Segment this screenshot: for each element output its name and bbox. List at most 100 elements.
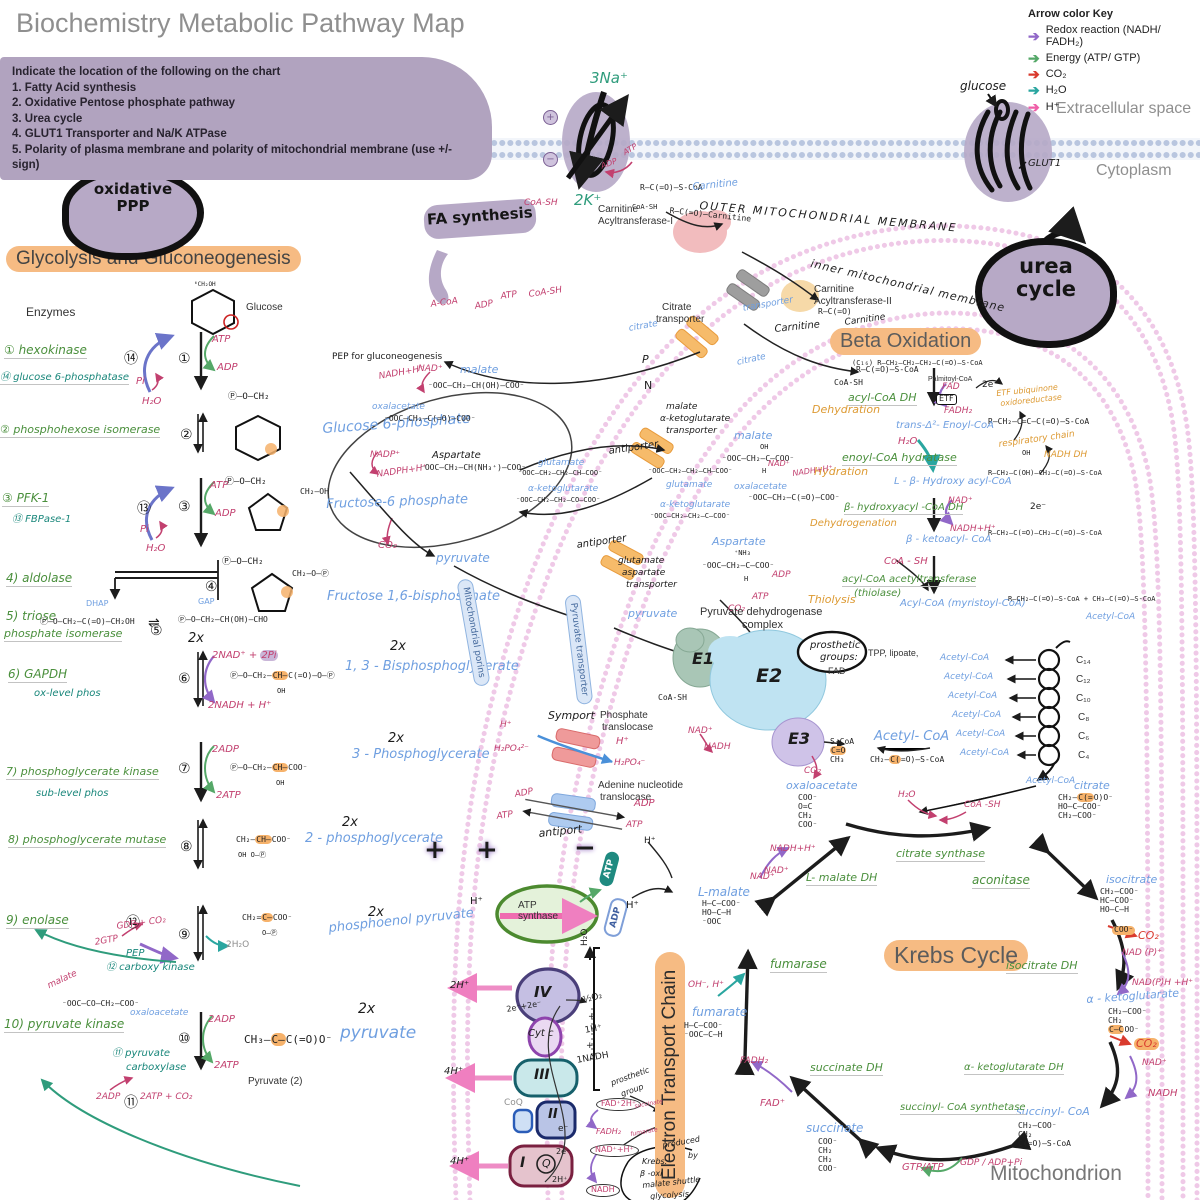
annotation: 2ADP — [212, 744, 239, 755]
annotation: 2x — [358, 1001, 376, 1017]
annotation: H⁺ — [470, 896, 483, 907]
annotation: ETF — [936, 394, 957, 405]
annotation: E2 — [756, 665, 783, 687]
annotation: ⁻OOC–CH₂–CH₂–CO–COO⁻ — [516, 496, 601, 504]
annotation: succinate DH — [810, 1061, 883, 1077]
annotation: trans-Δ²- Enoyl-CoA — [896, 420, 994, 431]
annotation: ⁻OOC–CH₂–C(=O)–COO⁻ — [384, 414, 476, 423]
annotation: Pi — [136, 376, 145, 387]
annotation: by — [688, 1151, 698, 1160]
annotation: CO₂ — [728, 604, 745, 614]
annotation: OH O–Ⓟ — [238, 851, 267, 859]
annotation: CoA-SH — [658, 693, 687, 702]
key-label: Redox reaction (NADH/ FADH₂) — [1045, 24, 1161, 48]
annotation: + — [588, 1012, 596, 1022]
annotation: GDP / ADP+Pi — [960, 1158, 1023, 1168]
annotation: CO₂ — [804, 766, 821, 776]
citrate-transporter-channel — [675, 315, 719, 359]
annotation: ⁻OOC–CH₂–CH₂–CH–COO⁻ — [518, 469, 603, 477]
cofactor-arrows — [34, 332, 431, 1187]
annotation: ox-level phos — [34, 688, 101, 699]
cytoplasm-label: Cytoplasm — [1096, 162, 1172, 179]
annotation: Acetyl-CoA — [948, 691, 998, 701]
annotation: 1, 3 - Bisphosphoglycerate — [345, 659, 519, 674]
annotation: GTP/ATP — [902, 1162, 944, 1173]
annotation: NAD⁺+H⁺ — [590, 1144, 639, 1157]
annotation: ATP synthase — [518, 900, 559, 923]
annotation: C₆ — [1078, 731, 1090, 742]
annotation: Carnitine — [598, 204, 639, 215]
annotation: 2ADP — [208, 1014, 235, 1025]
instructions-box: Indicate the location of the following o… — [0, 57, 492, 180]
annotation: malate — [666, 402, 698, 412]
annotation: N — [644, 379, 653, 392]
annotation: ⑦ — [178, 761, 191, 777]
annotation: R–C(=O)–S-CoA — [640, 183, 703, 192]
annotation: CoQ — [504, 1098, 523, 1108]
annotation: β - ketoacyl- CoA — [906, 534, 992, 545]
annotation: Hydration — [814, 465, 869, 478]
annotation: FADH₂ — [596, 1127, 621, 1136]
annotation: fumarate — [692, 1005, 748, 1019]
annotation: ① hexokinase — [4, 343, 87, 360]
annotation: H — [744, 575, 749, 583]
annotation: e⁻ — [558, 1124, 569, 1134]
annotation: Ⓟ–O–CH₂–CH–C(=O)–O–Ⓟ — [230, 671, 335, 680]
annotation: CH₂–COO⁻ CH₂ C(=O)–S-CoA — [1018, 1121, 1071, 1148]
annotation: II — [548, 1107, 558, 1122]
annotation: CH₂–C(=O)O⁻ HO–C–COO⁻ CH₂–COO⁻ — [1058, 793, 1113, 820]
annotation: transporter — [656, 314, 705, 325]
key-label: CO₂ — [1045, 68, 1067, 80]
annotation: Glucose — [246, 302, 283, 313]
annotation: succinyl- CoA — [1016, 1105, 1090, 1118]
annotation: α-ketoglutarate — [660, 500, 731, 510]
annotation: NADH+H⁺ — [770, 844, 816, 854]
annotation: PEP for gluconeogenesis — [332, 352, 443, 362]
annotation: Palmitoyl-CoA — [928, 376, 973, 383]
annotation: isocitrate — [1106, 873, 1158, 886]
annotation: translocase — [602, 722, 654, 733]
annotation: isocitrate DH — [1006, 959, 1078, 975]
key-label: H⁺ — [1045, 101, 1060, 113]
annotation: transporter — [666, 426, 717, 436]
annotation: CoA-SH — [524, 198, 558, 208]
annotation: ③ PFK-1 — [2, 491, 50, 508]
annotation: ⁻OOC–CH₂–CH₂–CH–COO⁻ — [648, 467, 733, 475]
annotation: NADH DH — [1044, 450, 1088, 460]
annotation: Ⓟ–O–CH₂ — [228, 392, 270, 402]
annotation: − — [574, 833, 596, 863]
annotation: PEP — [126, 948, 145, 959]
annotation: Aspartate — [712, 535, 766, 548]
annotation: CO₂ — [1134, 1037, 1159, 1051]
annotation: ② — [180, 427, 193, 443]
annotation: ⑤ — [150, 623, 163, 639]
annotation: S-CoA C=O CH₃ — [830, 737, 855, 764]
annotation: TPP, lipoate, — [868, 648, 919, 658]
annotation: C₈ — [1078, 712, 1090, 723]
annotation: OH — [277, 687, 286, 695]
annotation: glutamate — [538, 458, 585, 468]
annotation: 3Na⁺ — [590, 69, 628, 87]
annotation: Acetyl-CoA — [940, 653, 990, 663]
key-arrow-icon: ➔ — [1028, 28, 1040, 44]
annotation: CH₂–OH — [300, 487, 329, 496]
annotation: ⑬ FBPase-1 — [12, 514, 72, 525]
annotation: α- ketoglutarate DH — [964, 1062, 1064, 1076]
annotation: + — [476, 835, 498, 865]
annotation: CH₂–O–Ⓟ — [292, 569, 329, 578]
annotation: ④ — [205, 579, 218, 595]
annotation: 2ADP — [96, 1092, 121, 1102]
fatty-acid-spiral — [1036, 640, 1071, 782]
instruction-item: 5. Polarity of plasma membrane and polar… — [12, 143, 452, 172]
annotation: − — [543, 152, 558, 167]
annotation: ⑬ — [137, 501, 151, 517]
annotation: H⁺ — [616, 736, 629, 747]
annotation: ADP — [217, 362, 238, 373]
na-k-atpase — [562, 91, 633, 192]
annotation: 2 - phosphoglycerate — [305, 831, 443, 846]
annotation: Ⓟ–O–CH₂ — [225, 477, 267, 487]
arrow-key-title: Arrow color Key — [1028, 8, 1113, 20]
annotation: H–C–COO⁻ ⁻OOC–C–H — [684, 1021, 723, 1039]
annotation: α-ketoglutarate — [660, 414, 731, 424]
annotation: ⑪ pyruvate — [112, 1048, 171, 1059]
